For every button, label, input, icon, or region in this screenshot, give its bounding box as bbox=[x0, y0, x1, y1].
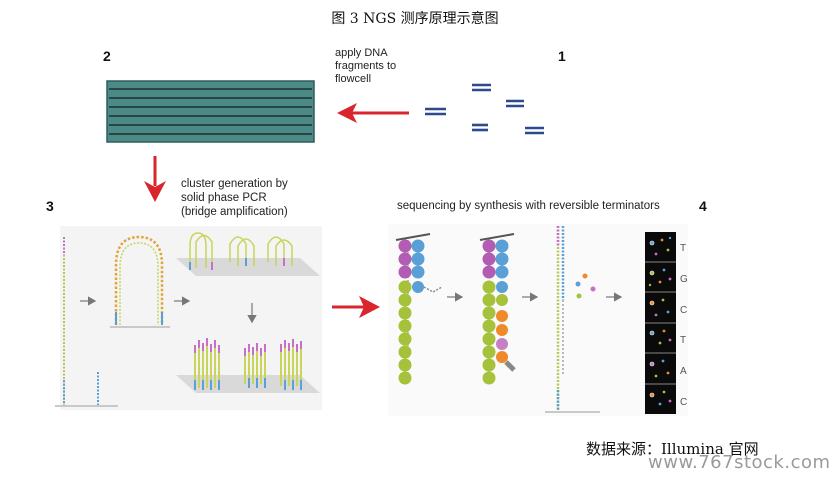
sequencing-strand-1 bbox=[395, 233, 443, 385]
step-number-2: 2 bbox=[103, 48, 111, 64]
single-strand bbox=[55, 237, 118, 407]
step-number-1: 1 bbox=[558, 48, 566, 64]
read-base: A bbox=[680, 366, 687, 377]
step3-label-line: solid phase PCR bbox=[181, 192, 267, 204]
read-base: G bbox=[680, 274, 688, 285]
imaging-panels bbox=[645, 232, 676, 414]
step4-panel bbox=[388, 224, 688, 416]
read-base: T bbox=[680, 243, 687, 254]
figure-caption: 图 3 NGS 测序原理示意图 bbox=[331, 11, 499, 27]
step1-label-line: fragments to bbox=[335, 60, 397, 72]
free-nucleotides bbox=[575, 273, 596, 299]
bridge-clusters bbox=[176, 232, 320, 276]
step3-label-line: (bridge amplification) bbox=[181, 206, 288, 218]
step3-label-line: cluster generation by bbox=[181, 178, 288, 190]
read-base: T bbox=[680, 335, 687, 346]
arrow-left-red bbox=[337, 103, 409, 123]
dense-clusters bbox=[176, 338, 320, 393]
source-note: 数据来源：Illumina 官网 bbox=[586, 440, 759, 458]
step1-label-line: apply DNA bbox=[335, 47, 388, 59]
sequencing-strand-2 bbox=[479, 233, 516, 385]
step3-label: cluster generation by solid phase PCR (b… bbox=[181, 177, 288, 219]
step1-label-line: flowcell bbox=[335, 73, 372, 85]
step4-title: sequencing by synthesis with reversible … bbox=[397, 200, 660, 212]
step-number-3: 3 bbox=[46, 198, 54, 214]
arrow-down-red bbox=[144, 156, 166, 202]
read-base: C bbox=[680, 397, 688, 408]
flowcell bbox=[106, 80, 315, 143]
dna-fragments bbox=[425, 83, 544, 135]
bridge-strand bbox=[110, 235, 170, 328]
arrow-right-red bbox=[332, 296, 380, 318]
step1-label: apply DNA fragments to flowcell bbox=[335, 47, 396, 86]
read-base: C bbox=[680, 305, 688, 316]
step-number-4: 4 bbox=[699, 198, 707, 214]
synthesized-strand bbox=[545, 226, 600, 413]
watermark: www.767stock.com bbox=[648, 452, 830, 473]
